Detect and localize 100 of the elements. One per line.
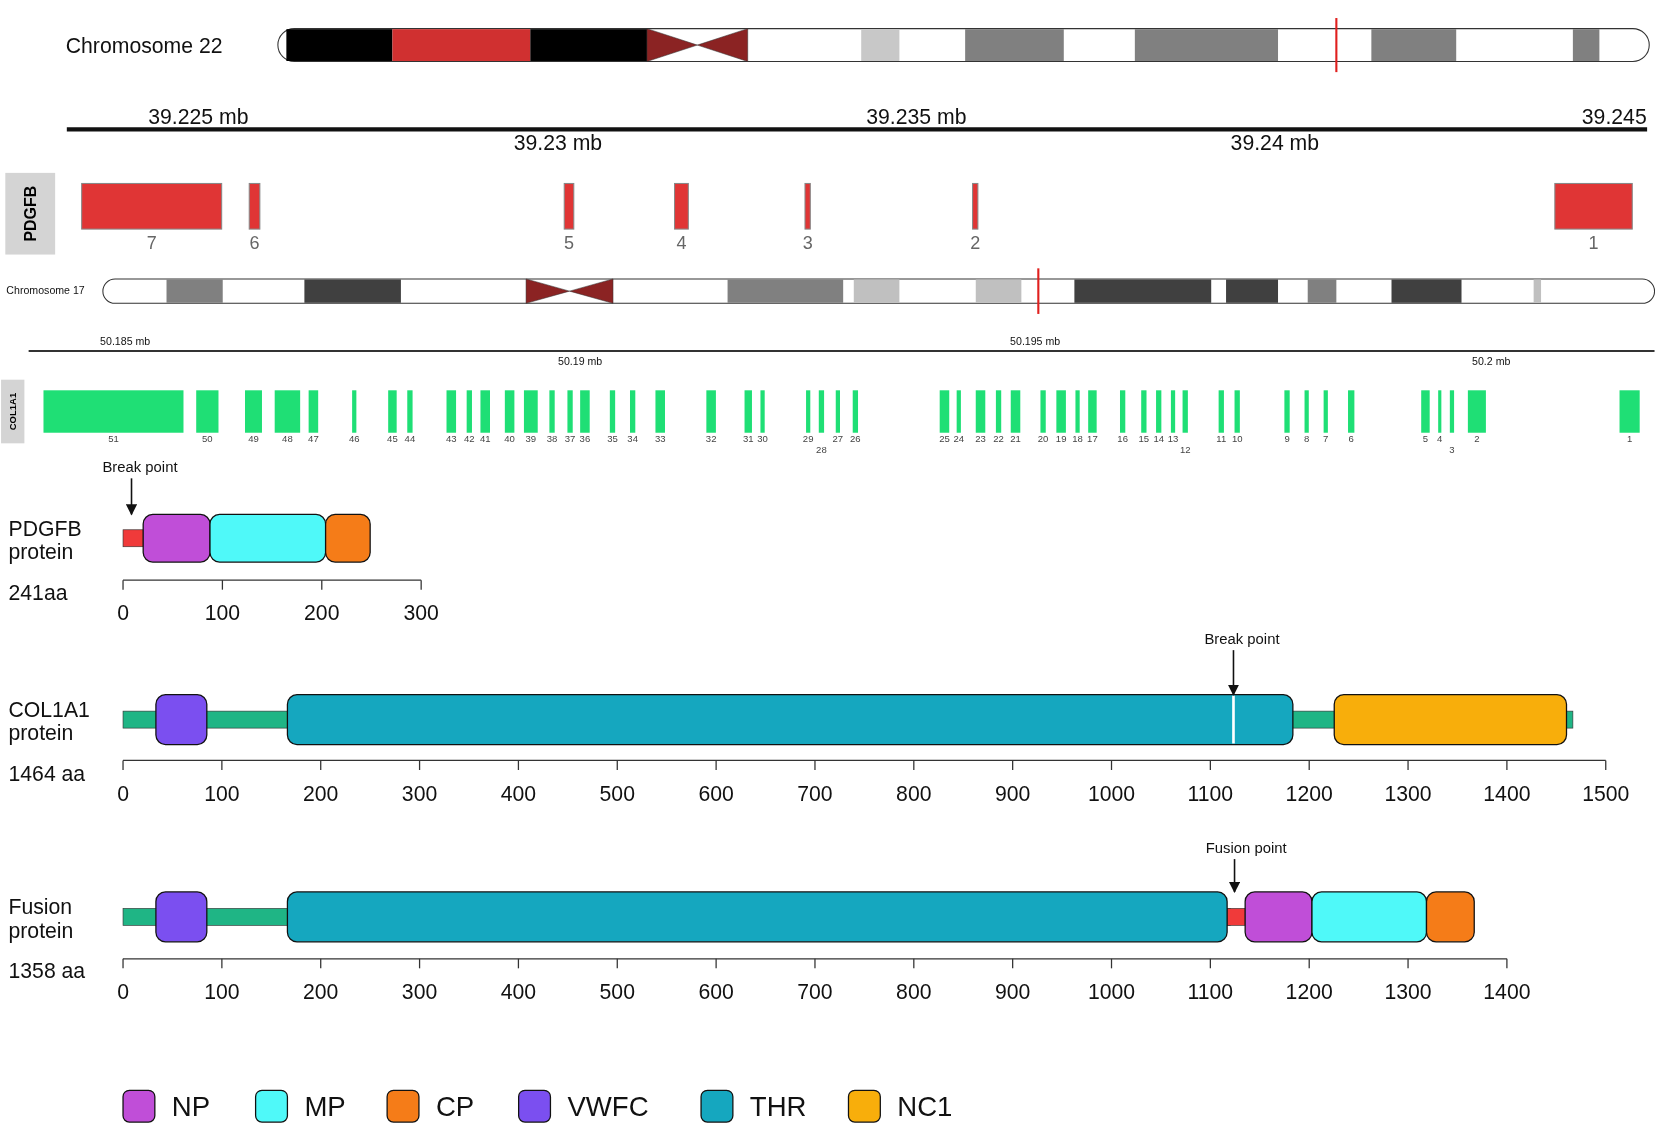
exon-number: 7: [146, 234, 157, 254]
tick-label: 300: [401, 781, 438, 805]
exon-number: 1: [1588, 234, 1599, 254]
exon-number: 47: [308, 434, 319, 446]
gene-label-box: PDGFB: [5, 172, 56, 255]
exon-number: 10: [1231, 434, 1243, 446]
tick-label: 100: [204, 980, 240, 1004]
axis-label: 39.235 mb: [866, 105, 967, 129]
tick-label: 200: [303, 980, 339, 1004]
exon-number: 13: [1167, 434, 1179, 446]
tick-label: 800: [896, 980, 932, 1004]
tick-label: 100: [204, 781, 240, 805]
exon-number: 15: [1138, 434, 1150, 446]
exon-number: 21: [1010, 434, 1021, 446]
tick-label: 1000: [1087, 781, 1136, 805]
length-label: 1358 aa: [8, 958, 86, 983]
arrow: [125, 477, 138, 516]
exon-number: 31: [742, 434, 754, 446]
exon-number: 49: [248, 434, 259, 446]
exon-number: 17: [1087, 434, 1098, 446]
tick-label: 900: [994, 980, 1031, 1004]
exon-number: 24: [953, 434, 965, 446]
chromosome-label: Chromosome 17: [6, 284, 85, 297]
tick-label: 1400: [1483, 781, 1531, 805]
exon-number: 5: [1422, 434, 1429, 446]
legend-label: CP: [435, 1092, 475, 1123]
exon-number: 18: [1072, 434, 1083, 446]
exon-number: 4: [1437, 434, 1443, 446]
axis-label: 39.225 mb: [148, 105, 249, 129]
tick-label: 0: [117, 781, 129, 805]
gene-label-box: COL1A1: [1, 379, 25, 444]
callout-text: Break point: [1204, 631, 1280, 648]
tick-label: 600: [698, 980, 734, 1004]
axis-label: 50.19 mb: [558, 355, 603, 368]
protein-label: PDGFB protein: [8, 516, 83, 564]
exon-number: 22: [993, 434, 1004, 446]
tick-label: 300: [401, 980, 438, 1004]
tick-label: 1100: [1187, 980, 1234, 1004]
exon-number: 2: [1474, 434, 1480, 446]
callout-text: Break point: [102, 459, 178, 476]
exon-number: 23: [975, 434, 986, 446]
exon-number: 32: [705, 434, 717, 446]
tick-label: 700: [797, 980, 833, 1004]
tick-label: 1300: [1384, 781, 1432, 805]
exon-number: 8: [1304, 434, 1310, 446]
exon-number: 5: [564, 234, 575, 254]
length-label: 1464 aa: [8, 761, 86, 785]
exon-number: 30: [757, 434, 768, 446]
tick-label: 400: [500, 781, 537, 805]
exon-number: 6: [249, 234, 260, 254]
exon-number: 11: [1216, 434, 1227, 446]
exon-number: 39: [525, 434, 537, 446]
tick-label: 300: [403, 601, 439, 625]
callout-text: Fusion point: [1205, 840, 1287, 857]
exon-number: 37: [564, 434, 576, 446]
exon-number: 6: [1348, 434, 1354, 446]
exon-number: 3: [802, 234, 813, 254]
legend-label: MP: [304, 1092, 346, 1123]
tick-label: 1400: [1483, 980, 1531, 1004]
exon-number: 38: [546, 434, 558, 446]
tick-label: 0: [117, 980, 129, 1004]
exon-number: 34: [627, 434, 638, 446]
tick-label: 1200: [1285, 980, 1333, 1004]
axis-label: 39.23 mb: [513, 130, 603, 154]
protein-domain-drawing: [122, 694, 1574, 746]
exon-number: 50: [202, 434, 213, 446]
axis-label: 39.24 mb: [1230, 130, 1320, 154]
exon-number: 2: [970, 234, 981, 254]
exon-number: 43: [445, 434, 457, 446]
tick-label: 1000: [1087, 980, 1136, 1004]
exon-number: 44: [404, 434, 416, 446]
tick-label: 400: [500, 980, 537, 1004]
tick-label: 1500: [1582, 781, 1630, 805]
protein-domain-drawing: [122, 891, 1475, 943]
exon-number: 33: [654, 434, 666, 446]
protein-label: COL1A1 protein: [8, 697, 91, 745]
axis-label: 50.2 mb: [1472, 355, 1511, 368]
tick-label: 800: [896, 781, 932, 805]
exon-number: 36: [579, 434, 591, 446]
protein-label: Fusion protein: [8, 895, 75, 942]
legend-label: NP: [171, 1092, 211, 1123]
exon-number: 26: [850, 434, 861, 446]
exon-number: 51: [108, 434, 119, 446]
tick-label: 500: [599, 980, 635, 1004]
tick-label: 1200: [1285, 781, 1333, 805]
exon-number: 16: [1117, 434, 1128, 446]
exon-number: 41: [479, 434, 491, 446]
exon-number: 35: [607, 434, 618, 446]
tick-label: 900: [994, 781, 1031, 805]
axis-label: 50.185 mb: [100, 335, 151, 348]
chromosome-label: Chromosome 22: [65, 33, 223, 58]
exon-number: 40: [504, 434, 515, 446]
tick-label: 500: [599, 781, 635, 805]
exon-number: 19: [1055, 434, 1067, 446]
tick-label: 700: [797, 781, 833, 805]
tick-label: 1100: [1187, 781, 1234, 805]
legend-label: NC1: [897, 1092, 953, 1123]
exon-number: 1: [1626, 434, 1633, 446]
exon-number: 12: [1179, 445, 1191, 456]
exon-number: 4: [676, 234, 687, 254]
